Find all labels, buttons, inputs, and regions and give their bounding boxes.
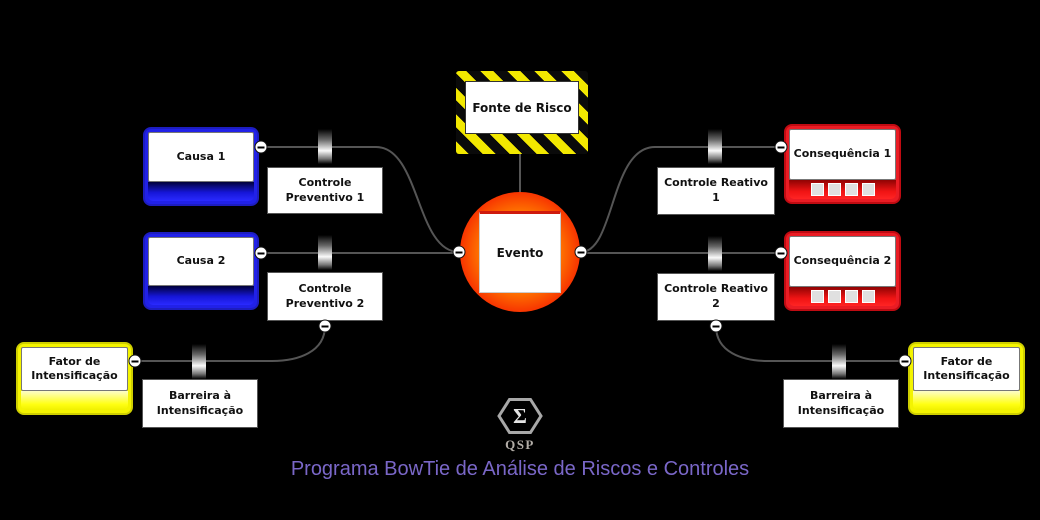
cause-2-label-box: Causa 2 (148, 237, 254, 286)
indicator-square (861, 290, 875, 303)
barrier-bar-preventive-1[interactable] (318, 129, 332, 164)
node-preventive-control-2[interactable]: Controle Preventivo 2 (267, 272, 383, 321)
indicator-square (844, 183, 858, 196)
node-preventive-control-1[interactable]: Controle Preventivo 1 (267, 167, 383, 214)
event-label-box: Evento (479, 211, 561, 293)
collapse-toggle-cause-2[interactable] (254, 246, 268, 260)
indicator-square (827, 183, 841, 196)
node-event[interactable]: Evento (460, 192, 580, 312)
barrier-bar-escalation-left[interactable] (192, 344, 206, 379)
cause-2-band (148, 286, 254, 305)
cause-2-label: Causa 2 (176, 254, 226, 268)
minus-icon (257, 146, 265, 148)
minus-icon (257, 252, 265, 254)
escalation-factor-right-label: Fator de Intensificação (923, 354, 1010, 382)
reactive-control-1-label: Controle Reativo 1 (664, 176, 768, 204)
minus-icon (455, 251, 463, 253)
barrier-bar-reactive-2[interactable] (708, 236, 722, 271)
node-hazard[interactable]: Fonte de Risco (456, 71, 588, 154)
connector-factor-right (715, 325, 905, 362)
node-consequence-2[interactable]: Consequência 2 (784, 231, 901, 311)
collapse-toggle-preventive-2[interactable] (318, 319, 332, 333)
preventive-control-2-label: Controle Preventivo 2 (285, 281, 365, 310)
collapse-toggle-cause-1[interactable] (254, 140, 268, 154)
escalation-barrier-left-label: Barreira à Intensificação (156, 388, 244, 417)
node-consequence-1[interactable]: Consequência 1 (784, 124, 901, 204)
consequence-2-indicator-band (789, 287, 896, 306)
escalation-factor-right-label-box: Fator de Intensificação (913, 347, 1020, 391)
indicator-square (844, 290, 858, 303)
minus-icon (712, 325, 720, 327)
barrier-bar-preventive-2[interactable] (318, 235, 332, 270)
consequence-2-label-box: Consequência 2 (789, 236, 896, 287)
preventive-control-1-label: Controle Preventivo 1 (285, 175, 365, 204)
escalation-factor-left-label: Fator de Intensificação (31, 354, 118, 382)
connector-cause1-event (261, 146, 460, 253)
consequence-2-label: Consequência 2 (793, 254, 892, 268)
cause-1-label-box: Causa 1 (148, 132, 254, 182)
hazard-label-box: Fonte de Risco (465, 81, 579, 134)
collapse-toggle-reactive-2[interactable] (709, 319, 723, 333)
escalation-factor-left-band (21, 391, 128, 410)
sigma-glyph: Σ (513, 404, 527, 428)
escalation-barrier-right-label: Barreira à Intensificação (797, 388, 885, 417)
connector-event-consequence1 (580, 146, 781, 253)
sigma-hexagon-icon: Σ (497, 398, 543, 434)
node-escalation-factor-right[interactable]: Fator de Intensificação (908, 342, 1025, 415)
collapse-toggle-event-right[interactable] (574, 245, 588, 259)
collapse-toggle-consequence-1[interactable] (774, 140, 788, 154)
node-reactive-control-1[interactable]: Controle Reativo 1 (657, 167, 775, 215)
consequence-1-label: Consequência 1 (793, 147, 892, 161)
reactive-control-2-label: Controle Reativo 2 (664, 282, 768, 310)
indicator-square (810, 183, 824, 196)
node-escalation-barrier-left[interactable]: Barreira à Intensificação (142, 379, 258, 428)
cause-1-band (148, 182, 254, 201)
indicator-square (810, 290, 824, 303)
qsp-logo-text: QSP (505, 437, 535, 452)
consequence-1-label-box: Consequência 1 (789, 129, 896, 180)
collapse-toggle-consequence-2[interactable] (774, 246, 788, 260)
node-reactive-control-2[interactable]: Controle Reativo 2 (657, 273, 775, 321)
minus-icon (901, 360, 909, 362)
indicator-square (861, 183, 875, 196)
event-label: Evento (496, 246, 544, 260)
node-escalation-factor-left[interactable]: Fator de Intensificação (16, 342, 133, 415)
consequence-1-indicator-band (789, 180, 896, 199)
collapse-toggle-factor-left[interactable] (128, 354, 142, 368)
qsp-logo: Σ QSP (492, 397, 548, 453)
program-title: Programa BowTie de Análise de Riscos e C… (290, 458, 750, 480)
cause-1-label: Causa 1 (176, 149, 226, 163)
indicator-square (827, 290, 841, 303)
node-escalation-barrier-right[interactable]: Barreira à Intensificação (783, 379, 899, 428)
hazard-label: Fonte de Risco (472, 100, 572, 115)
node-cause-2[interactable]: Causa 2 (143, 232, 259, 310)
minus-icon (777, 252, 785, 254)
minus-icon (777, 146, 785, 148)
barrier-bar-escalation-right[interactable] (832, 344, 846, 379)
connector-factor-left (135, 325, 326, 362)
barrier-bar-reactive-1[interactable] (708, 129, 722, 164)
node-cause-1[interactable]: Causa 1 (143, 127, 259, 206)
minus-icon (577, 251, 585, 253)
minus-icon (131, 360, 139, 362)
escalation-factor-left-label-box: Fator de Intensificação (21, 347, 128, 391)
escalation-factor-right-band (913, 391, 1020, 410)
minus-icon (321, 325, 329, 327)
collapse-toggle-event-left[interactable] (452, 245, 466, 259)
collapse-toggle-factor-right[interactable] (898, 354, 912, 368)
